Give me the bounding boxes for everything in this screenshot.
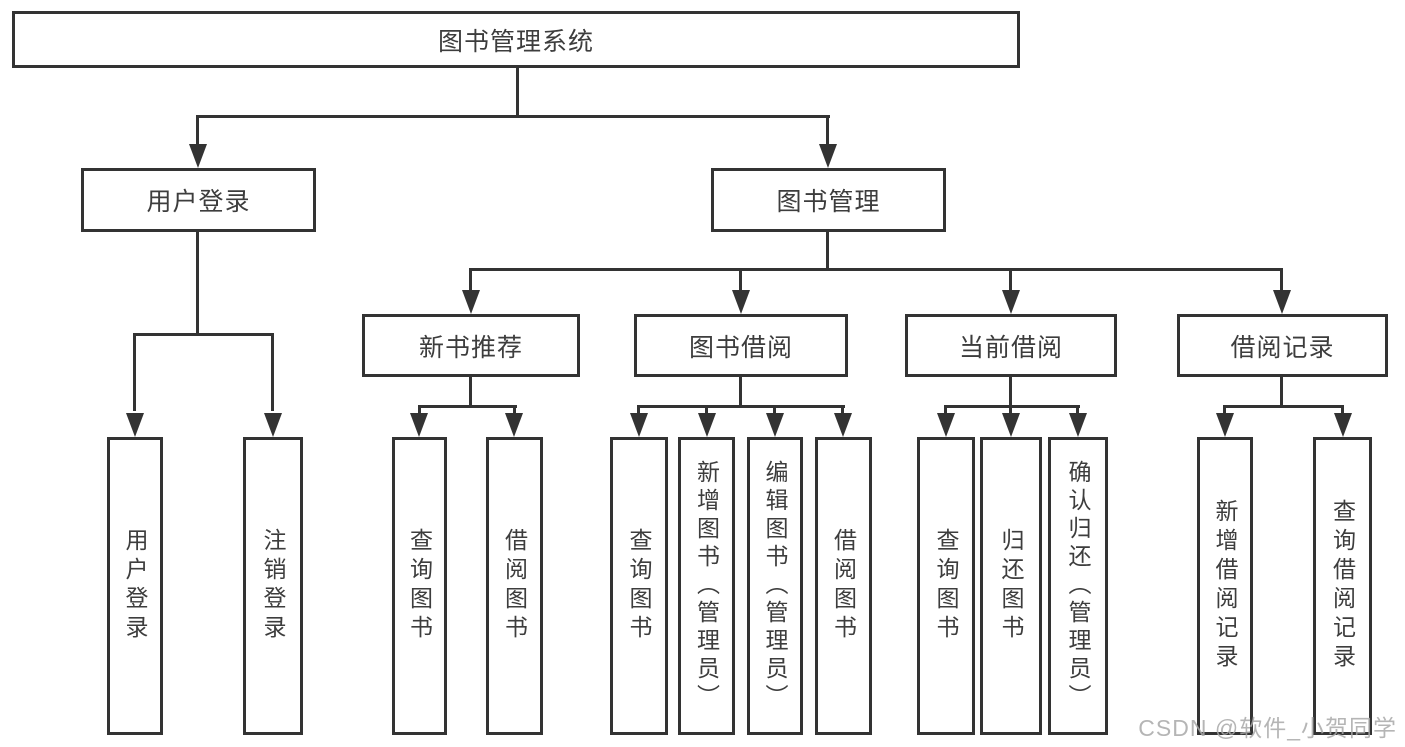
node-label: 借阅图书: [830, 528, 857, 644]
node-book-management: 图书管理: [711, 168, 946, 232]
arrow-down-icon: [698, 413, 716, 437]
node-label: 图书管理系统: [437, 27, 594, 56]
connector-line: [773, 405, 776, 415]
leaf-user-login: 用户登录: [107, 437, 163, 735]
node-label: 注销登录: [260, 528, 286, 644]
arrow-down-icon: [1273, 290, 1291, 314]
node-label: 图书管理: [776, 188, 881, 216]
connector-line: [133, 333, 274, 336]
connector-line: [133, 333, 136, 411]
node-label: 当前借阅: [958, 333, 1063, 362]
node-label: 图书借阅: [688, 333, 793, 362]
node-label: 确认归还（管理员）: [1065, 460, 1091, 712]
node-borrowing-records: 借阅记录: [1177, 314, 1388, 377]
node-label: 借阅记录: [1230, 333, 1335, 362]
leaf-add-borrow-record: 新增借阅记录: [1197, 437, 1253, 735]
connector-line: [826, 232, 829, 271]
connector-line: [1076, 405, 1079, 415]
connector-line: [1280, 377, 1283, 408]
connector-line: [469, 268, 472, 292]
node-label: 归还图书: [998, 528, 1024, 644]
leaf-query-books-recommend: 查询图书: [392, 437, 447, 735]
leaf-borrow-books-borrowing: 借阅图书: [815, 437, 872, 735]
leaf-confirm-return-admin: 确认归还（管理员）: [1048, 437, 1108, 735]
node-label: 用户登录: [146, 188, 251, 216]
node-label: 借阅图书: [501, 528, 528, 644]
arrow-down-icon: [462, 290, 480, 314]
connector-line: [513, 405, 516, 415]
connector-line: [826, 115, 829, 146]
connector-line: [418, 405, 517, 408]
node-label: 编辑图书（管理员）: [762, 460, 788, 712]
connector-line: [841, 405, 844, 415]
connector-line: [739, 377, 742, 408]
arrow-down-icon: [1334, 413, 1352, 437]
connector-line: [705, 405, 708, 415]
connector-line: [469, 377, 472, 408]
arrow-down-icon: [264, 413, 282, 437]
arrow-down-icon: [1002, 413, 1020, 437]
arrow-down-icon: [766, 413, 784, 437]
arrow-down-icon: [937, 413, 955, 437]
leaf-add-book-admin: 新增图书（管理员）: [678, 437, 735, 735]
node-label: 新书推荐: [418, 333, 523, 362]
arrow-down-icon: [410, 413, 428, 437]
node-new-book-recommend: 新书推荐: [362, 314, 580, 377]
node-label: 查询图书: [933, 528, 959, 644]
node-current-borrowing: 当前借阅: [905, 314, 1117, 377]
node-label: 查询图书: [626, 528, 652, 644]
leaf-borrow-books-recommend: 借阅图书: [486, 437, 543, 735]
leaf-edit-book-admin: 编辑图书（管理员）: [747, 437, 803, 735]
connector-line: [469, 268, 1283, 271]
connector-line: [637, 405, 845, 408]
arrow-down-icon: [126, 413, 144, 437]
connector-line: [1009, 405, 1012, 415]
node-label: 新增借阅记录: [1212, 499, 1238, 673]
node-label: 查询借阅记录: [1329, 499, 1356, 673]
node-label: 用户登录: [122, 528, 148, 644]
node-label: 查询图书: [406, 528, 433, 644]
leaf-return-books: 归还图书: [980, 437, 1042, 735]
connector-line: [271, 333, 274, 411]
arrow-down-icon: [630, 413, 648, 437]
connector-line: [944, 405, 1080, 408]
arrow-down-icon: [1002, 290, 1020, 314]
node-library-system: 图书管理系统: [12, 11, 1020, 68]
arrow-down-icon: [834, 413, 852, 437]
connector-line: [418, 405, 421, 415]
connector-line: [637, 405, 640, 415]
connector-line: [1009, 377, 1012, 408]
connector-line: [516, 66, 519, 118]
connector-line: [1223, 405, 1226, 415]
leaf-query-borrow-record: 查询借阅记录: [1313, 437, 1372, 735]
node-user-login: 用户登录: [81, 168, 316, 232]
leaf-query-books-current: 查询图书: [917, 437, 975, 735]
arrow-down-icon: [1069, 413, 1087, 437]
leaf-logout: 注销登录: [243, 437, 303, 735]
connector-line: [196, 115, 830, 118]
connector-line: [739, 268, 742, 292]
connector-line: [1341, 405, 1344, 415]
arrow-down-icon: [732, 290, 750, 314]
connector-line: [1223, 405, 1344, 408]
arrow-down-icon: [505, 413, 523, 437]
connector-line: [196, 232, 199, 336]
arrow-down-icon: [819, 144, 837, 168]
connector-line: [196, 115, 199, 146]
node-label: 新增图书（管理员）: [693, 460, 720, 712]
node-book-borrowing: 图书借阅: [634, 314, 848, 377]
connector-line: [1280, 268, 1283, 292]
connector-line: [944, 405, 947, 415]
connector-line: [1009, 268, 1012, 292]
leaf-query-books-borrowing: 查询图书: [610, 437, 668, 735]
arrow-down-icon: [189, 144, 207, 168]
watermark: CSDN @软件_小贺同学: [1138, 715, 1397, 741]
arrow-down-icon: [1216, 413, 1234, 437]
